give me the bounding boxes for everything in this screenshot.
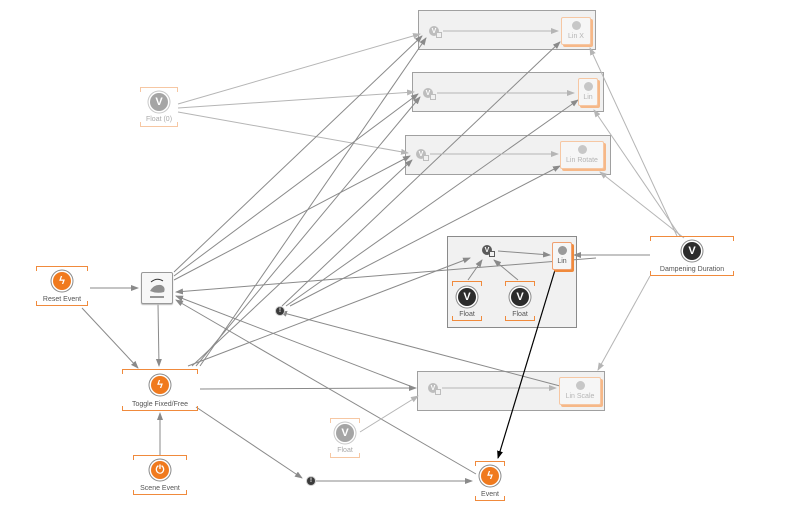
lin-rotate-node[interactable]: Lin Rotate <box>560 141 604 169</box>
vector-op-3[interactable]: V <box>416 149 429 161</box>
bang-node-1[interactable]: ! <box>276 307 284 315</box>
lin-icon <box>577 145 587 154</box>
lin-node[interactable]: Lin <box>578 78 598 106</box>
vector-op-2[interactable]: V <box>423 88 436 100</box>
value-v-icon: V <box>150 93 168 111</box>
connection-edge[interactable] <box>597 275 651 371</box>
motor-toggle-node[interactable] <box>141 272 173 304</box>
value-v-icon: V <box>683 242 701 260</box>
float-0-node[interactable]: V Float (0) <box>140 87 178 127</box>
lin-scale-node[interactable]: Lin Scale <box>559 377 601 405</box>
lightning-event-icon: ϟ <box>53 272 71 290</box>
connection-edge[interactable] <box>177 33 421 105</box>
lin-icon <box>575 381 585 390</box>
connection-edge[interactable] <box>175 295 411 387</box>
float-a-node[interactable]: V Float <box>452 281 482 321</box>
vector-op-4[interactable]: V <box>482 245 495 257</box>
connection-edge[interactable] <box>191 159 413 367</box>
connection-edge[interactable] <box>173 93 419 277</box>
connection-edge[interactable] <box>173 35 423 273</box>
connection-edge[interactable] <box>359 395 419 433</box>
lin-icon <box>583 82 593 91</box>
vector-op-5[interactable]: V <box>428 383 441 395</box>
connection-edge[interactable] <box>599 171 685 239</box>
connection-edge[interactable] <box>173 155 411 281</box>
lin-active-node[interactable]: Lin <box>552 242 572 270</box>
motor-toggle-icon <box>150 278 165 298</box>
connection-edge[interactable] <box>199 37 427 367</box>
value-v-icon: V <box>511 288 529 306</box>
group-lin[interactable] <box>412 72 604 112</box>
lightning-event-icon: ϟ <box>151 376 169 394</box>
float-b-node[interactable]: V Float <box>505 281 535 321</box>
reset-event-node[interactable]: ϟ Reset Event <box>36 266 88 306</box>
connection-edge[interactable] <box>195 96 421 367</box>
value-v-icon: V <box>336 424 354 442</box>
connection-edge[interactable] <box>155 303 162 367</box>
lin-icon <box>571 21 581 30</box>
connection-edge[interactable] <box>195 406 303 479</box>
value-v-icon: V <box>458 288 476 306</box>
lin-icon <box>557 246 567 255</box>
bang-node-2[interactable]: ! <box>307 477 315 485</box>
toggle-fixed-free-node[interactable]: ϟ Toggle Fixed/Free <box>122 369 198 411</box>
connection-edge[interactable] <box>177 111 409 155</box>
lin-x-node[interactable]: Lin X <box>561 17 591 45</box>
connection-edge[interactable] <box>177 89 415 109</box>
vector-op-1[interactable]: V <box>429 26 442 38</box>
connection-edge[interactable] <box>187 257 471 367</box>
dampening-duration-node[interactable]: V Dampening Duration <box>650 236 734 276</box>
connection-edge[interactable] <box>199 385 417 392</box>
scene-event-node[interactable]: ⏻ Scene Event <box>133 455 187 495</box>
power-icon: ⏻ <box>151 461 169 479</box>
event-node[interactable]: ϟ Event <box>475 461 505 501</box>
connection-edge[interactable] <box>81 307 139 369</box>
lightning-event-icon: ϟ <box>481 467 499 485</box>
float-c-node[interactable]: V Float <box>330 418 360 458</box>
